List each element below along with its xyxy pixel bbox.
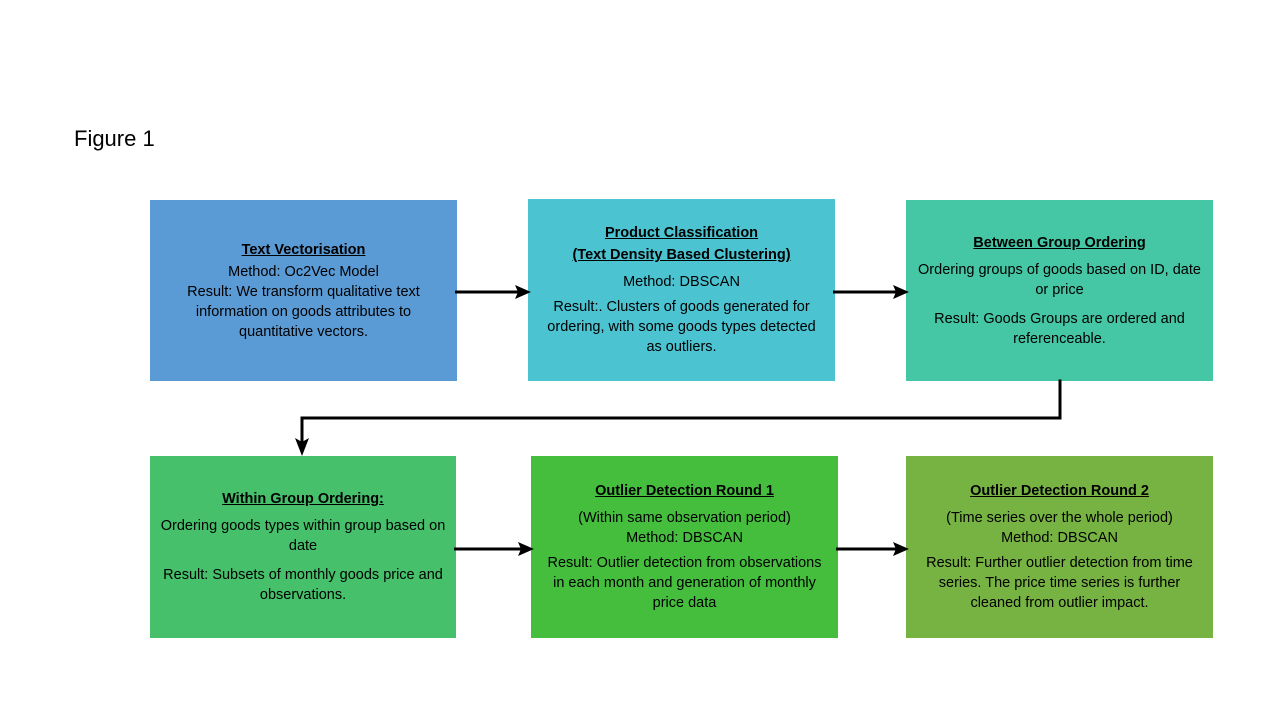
node-method: Ordering goods types within group based … [160, 518, 446, 554]
flow-node-text-vectorisation[interactable]: Text Vectorisation Method: Oc2Vec Model … [150, 200, 457, 381]
flow-node-between-group-ordering[interactable]: Between Group Ordering Ordering groups o… [906, 200, 1213, 381]
node-method: Method: DBSCAN [626, 530, 743, 546]
node-title: Outlier Detection Round 1 [595, 483, 774, 499]
connector-arrow-outlier-round-1-to-outlier-round-2 [836, 533, 909, 565]
node-subtitle: (Text Density Based Clustering) [572, 247, 791, 263]
flow-node-product-classification[interactable]: Product Classification (Text Density Bas… [528, 199, 835, 381]
node-subtitle: (Within same observation period) [578, 510, 791, 526]
node-result: Result: Goods Groups are ordered and ref… [934, 310, 1185, 347]
node-result: Result: Subsets of monthly goods price a… [163, 567, 443, 603]
node-title: Between Group Ordering [973, 234, 1146, 251]
node-method: Method: DBSCAN [1001, 530, 1118, 546]
flow-node-within-group-ordering[interactable]: Within Group Ordering: Ordering goods ty… [150, 456, 456, 638]
node-method: Ordering groups of goods based on ID, da… [918, 261, 1201, 298]
node-subtitle: (Time series over the whole period) [946, 510, 1173, 526]
connector-elbow-between-group-ordering-to-within-group-ordering [295, 378, 1070, 460]
node-result: Result: We transform qualitative text in… [187, 283, 420, 340]
node-title: Outlier Detection Round 2 [970, 483, 1149, 499]
node-result: Result: Further outlier detection from t… [926, 555, 1193, 611]
connector-arrow-text-vectorisation-to-product-classification [455, 276, 531, 308]
node-method: Method: DBSCAN [623, 274, 740, 290]
connector-arrow-within-group-ordering-to-outlier-round-1 [454, 533, 534, 565]
node-method: Method: Oc2Vec Model [228, 263, 379, 280]
node-title: Text Vectorisation [241, 241, 366, 258]
flow-node-outlier-detection-round-2[interactable]: Outlier Detection Round 2 (Time series o… [906, 456, 1213, 638]
node-result: Result:. Clusters of goods generated for… [547, 299, 816, 355]
figure-caption: Figure 1 [74, 126, 155, 151]
node-title: Product Classification [604, 225, 759, 241]
flow-node-outlier-detection-round-1[interactable]: Outlier Detection Round 1 (Within same o… [531, 456, 838, 638]
connector-arrow-product-classification-to-between-group-ordering [833, 276, 909, 308]
node-result: Result: Outlier detection from observati… [547, 555, 822, 611]
node-title: Within Group Ordering: [222, 491, 384, 507]
